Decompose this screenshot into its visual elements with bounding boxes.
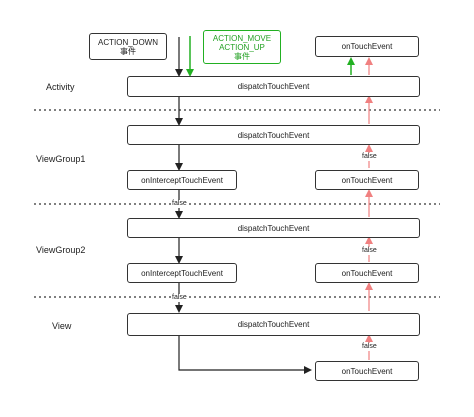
vg1-dispatchtouchevent-label: dispatchTouchEvent bbox=[237, 130, 310, 140]
vg2-onintercepttouchevent-label: onInterceptTouchEvent bbox=[141, 268, 223, 278]
view-dispatchtouchevent-node: dispatchTouchEvent bbox=[127, 313, 420, 336]
vg1-dispatchtouchevent-node: dispatchTouchEvent bbox=[127, 125, 420, 145]
vg2-dispatchtouchevent-label: dispatchTouchEvent bbox=[237, 223, 310, 233]
activity-ontouchevent-node: onTouchEvent bbox=[315, 36, 419, 57]
action-down-node: ACTION_DOWN 事件 bbox=[89, 33, 167, 60]
activity-dispatchtouchevent-node: dispatchTouchEvent bbox=[127, 76, 420, 97]
vg2-ontouchevent-label: onTouchEvent bbox=[341, 268, 393, 278]
vg1-ontouchevent-node: onTouchEvent bbox=[315, 170, 419, 190]
vg1-ontouchevent-label: onTouchEvent bbox=[341, 175, 393, 185]
vg1-onintercepttouchevent-label: onInterceptTouchEvent bbox=[141, 175, 223, 185]
layer-label-view: View bbox=[52, 321, 72, 331]
layer-label-activity: Activity bbox=[46, 82, 75, 92]
activity-dispatchtouchevent-label: dispatchTouchEvent bbox=[237, 82, 310, 91]
action-down-label: ACTION_DOWN bbox=[98, 37, 158, 47]
vg2-onintercepttouchevent-node: onInterceptTouchEvent bbox=[127, 263, 237, 283]
layer-label-viewgroup1: ViewGroup1 bbox=[36, 154, 86, 164]
edge-label-vg2-return-false: false bbox=[361, 247, 378, 255]
layer-label-viewgroup2: ViewGroup2 bbox=[36, 245, 86, 255]
action-move-up-node: ACTION_MOVE ACTION_UP 事件 bbox=[203, 30, 281, 64]
action-move-up-sublabel: 事件 bbox=[234, 51, 250, 61]
view-ontouchevent-label: onTouchEvent bbox=[341, 366, 393, 376]
edge-label-vg1-return-false: false bbox=[361, 153, 378, 161]
view-dispatchtouchevent-label: dispatchTouchEvent bbox=[237, 320, 310, 329]
edge-label-vg2-intercept-false: false bbox=[171, 294, 188, 302]
action-move-label: ACTION_MOVE bbox=[212, 33, 272, 43]
action-up-label: ACTION_UP bbox=[219, 42, 265, 52]
view-ontouchevent-node: onTouchEvent bbox=[315, 361, 419, 381]
edge-label-vg1-intercept-false: false bbox=[171, 200, 188, 208]
vg1-onintercepttouchevent-node: onInterceptTouchEvent bbox=[127, 170, 237, 190]
action-down-sublabel: 事件 bbox=[120, 46, 136, 56]
vg2-ontouchevent-node: onTouchEvent bbox=[315, 263, 419, 283]
edge-label-view-return-false: false bbox=[361, 343, 378, 351]
vg2-dispatchtouchevent-node: dispatchTouchEvent bbox=[127, 218, 420, 238]
edge-view-dispatch-to-ontouch bbox=[178, 336, 312, 374]
activity-ontouchevent-label: onTouchEvent bbox=[341, 42, 393, 51]
